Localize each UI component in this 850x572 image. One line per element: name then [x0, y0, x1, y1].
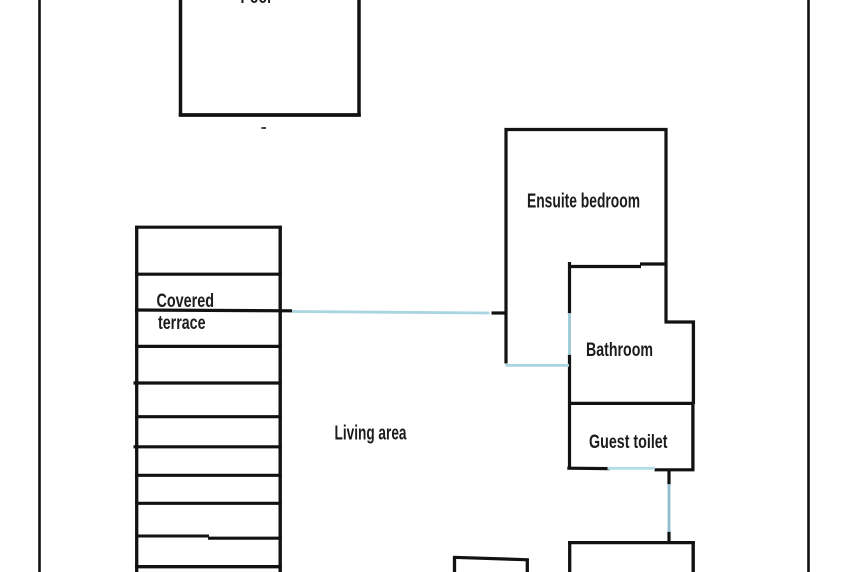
svg-text:Pool: Pool	[241, 0, 272, 8]
svg-text:Covered: Covered	[157, 291, 215, 312]
svg-text:Ensuite bedroom: Ensuite bedroom	[527, 191, 640, 213]
svg-text:Guest toilet: Guest toilet	[589, 432, 668, 453]
svg-text:Bathroom: Bathroom	[586, 340, 653, 361]
svg-text:Living area: Living area	[335, 423, 408, 445]
svg-text:terrace: terrace	[158, 313, 206, 334]
